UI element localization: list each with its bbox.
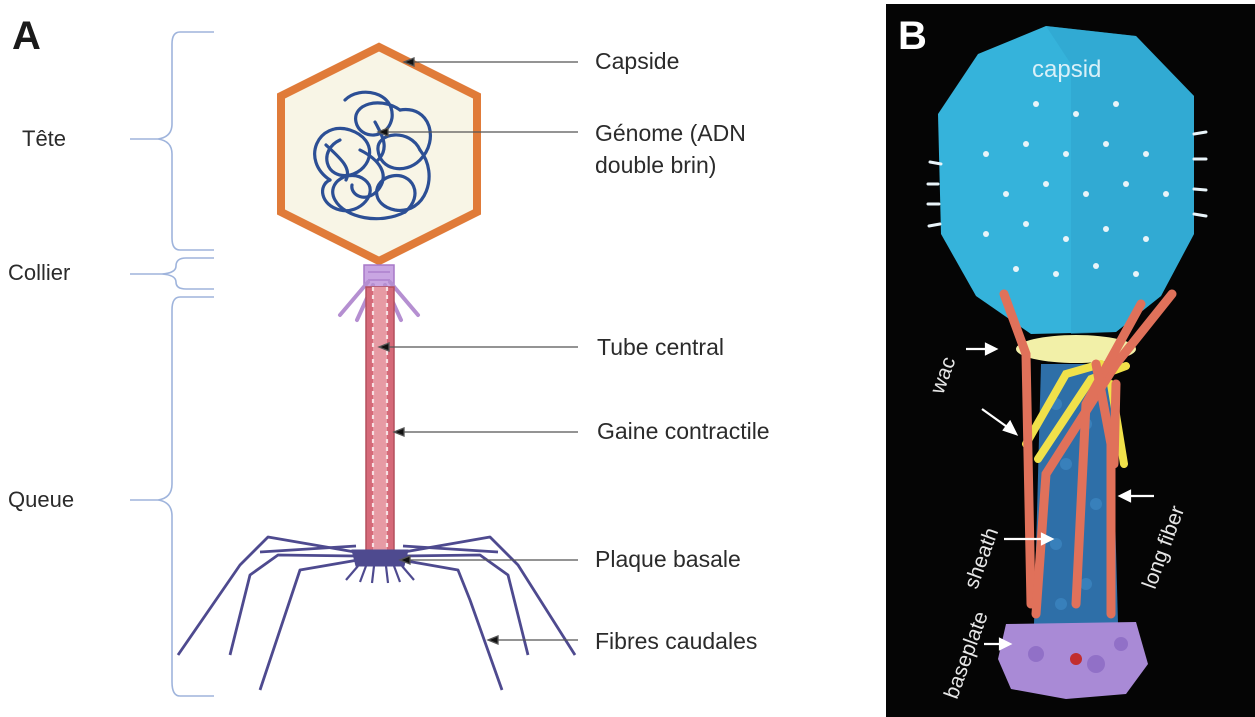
central-tube — [373, 287, 387, 552]
label-baseplate: Plaque basale — [595, 544, 741, 575]
label-capsid: Capside — [595, 46, 679, 77]
head-bracket — [158, 32, 214, 250]
label-head: Tête — [22, 124, 66, 154]
label-genome-line2: double brin) — [595, 150, 716, 181]
label-tail-fibers: Fibres caudales — [595, 626, 757, 657]
panel-b-letter: B — [898, 14, 927, 59]
label-collar: Collier — [8, 258, 70, 288]
label-tail: Queue — [8, 485, 74, 515]
label-sheath: Gaine contractile — [597, 416, 770, 447]
collar-bracket — [162, 258, 214, 289]
section-brackets — [130, 32, 214, 696]
cryo-em-panel: capsid wac sheath long fiber baseplate — [886, 4, 1255, 717]
tail — [366, 287, 394, 552]
tail-bracket — [158, 297, 214, 696]
label-central-tube: Tube central — [597, 332, 724, 363]
em-label-capsid: capsid — [1032, 56, 1101, 84]
label-genome-line1: Génome (ADN — [595, 118, 746, 149]
bacteriophage-schematic — [0, 0, 880, 717]
